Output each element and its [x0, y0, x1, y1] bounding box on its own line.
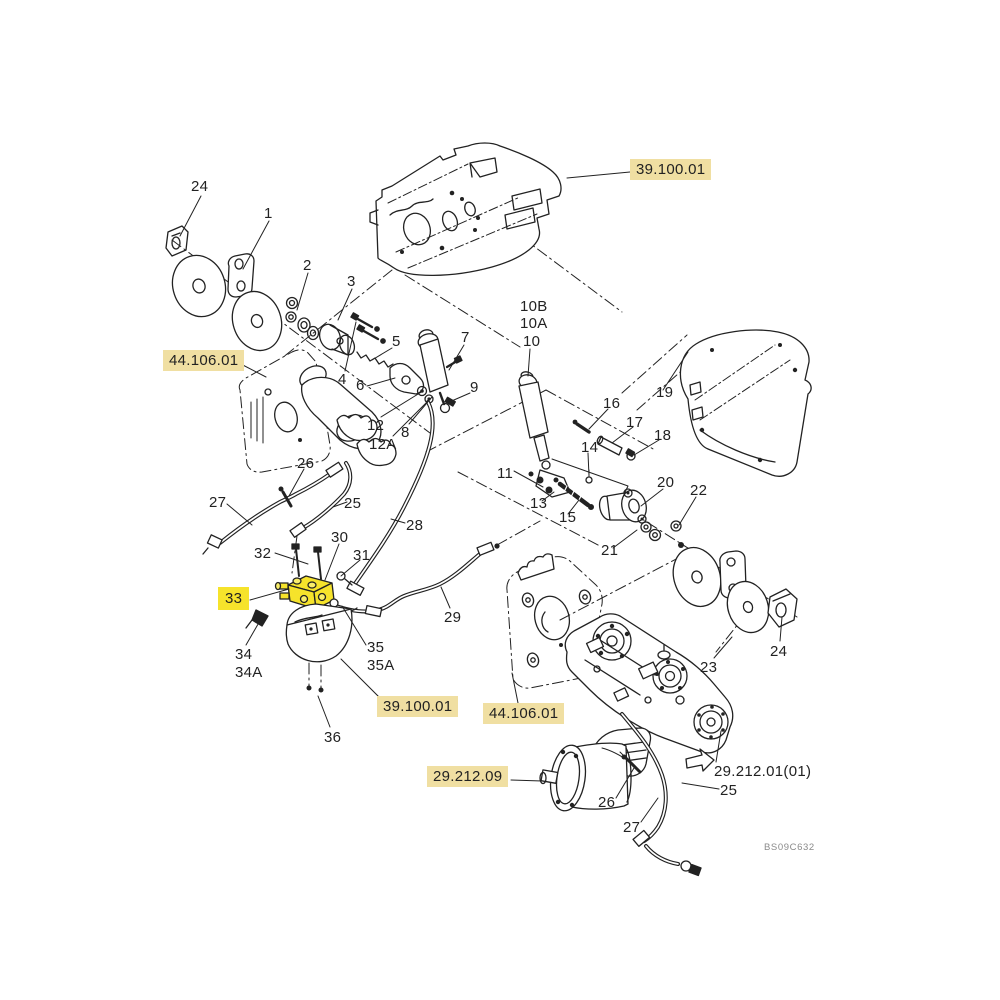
- callout-6: 6: [356, 377, 365, 394]
- callout-8: 8: [401, 424, 410, 441]
- callout-5: 5: [392, 333, 401, 350]
- callout-24-topleft: 24: [191, 178, 209, 195]
- housing-bottom-44-106-01: [506, 553, 603, 689]
- callout-10: 10: [523, 333, 541, 350]
- callout-29: 29: [444, 609, 462, 626]
- callout-9: 9: [470, 379, 479, 396]
- leader-lines: [179, 171, 783, 823]
- callout-13: 13: [530, 495, 548, 512]
- callout-24-right: 24: [770, 643, 788, 660]
- callout-2: 2: [303, 257, 312, 274]
- housing-right-19: [679, 329, 812, 477]
- callout-21: 21: [601, 542, 619, 559]
- callout-17: 17: [626, 414, 644, 431]
- direction-arrow-icon: [685, 748, 715, 772]
- callout-34: 34: [235, 646, 253, 663]
- callout-28: 28: [406, 517, 424, 534]
- ref-link-44-106-01-top[interactable]: 44.106.01: [163, 350, 245, 372]
- callout-14: 14: [581, 439, 599, 456]
- housing-top-39-100-01: [369, 142, 562, 276]
- discs-23-bracket-24: [672, 546, 798, 634]
- callout-1: 1: [264, 205, 273, 222]
- callout-32: 32: [254, 545, 272, 562]
- callout-27-left: 27: [209, 494, 227, 511]
- callout-29-212-01: 29.212.01(01): [714, 763, 812, 780]
- callout-22: 22: [690, 482, 708, 499]
- manifold-block-33-selected[interactable]: [274, 543, 358, 612]
- dome-plate-39-100-01: [285, 603, 353, 693]
- callout-16: 16: [603, 395, 621, 412]
- hoses-center: [202, 400, 500, 618]
- cylinder-10-linkage: [518, 371, 636, 510]
- pump-assembly-29-212-01: [564, 613, 734, 754]
- ref-link-29-212-09[interactable]: 29.212.09: [427, 766, 509, 788]
- drawing-code: BS09C632: [764, 842, 815, 853]
- callout-7: 7: [461, 329, 470, 346]
- motor-29-212-09: [539, 727, 652, 812]
- callout-33-selected[interactable]: 33: [218, 587, 250, 611]
- callout-25-left: 25: [344, 495, 362, 512]
- hoses-bottom: [601, 712, 702, 877]
- callout-10a: 10A: [520, 315, 548, 332]
- callout-18: 18: [654, 427, 672, 444]
- callout-26-bottom: 26: [598, 794, 616, 811]
- callout-12: 12: [367, 417, 385, 434]
- callout-11: 11: [497, 465, 514, 482]
- ref-link-44-106-01-bottom[interactable]: 44.106.01: [483, 703, 565, 725]
- callout-30: 30: [331, 529, 349, 546]
- callout-12a: 12A: [369, 436, 397, 453]
- callout-25-bottom: 25: [720, 782, 738, 799]
- callout-3: 3: [347, 273, 356, 290]
- disc-axis-group: [165, 225, 386, 356]
- callout-26-left: 26: [297, 455, 315, 472]
- ref-link-39-100-01-bottom[interactable]: 39.100.01: [377, 696, 459, 718]
- callout-36: 36: [324, 729, 342, 746]
- ref-link-39-100-01-top[interactable]: 39.100.01: [630, 159, 712, 181]
- mount-20-washers: [598, 488, 684, 548]
- callout-23: 23: [700, 659, 718, 676]
- callout-35a: 35A: [367, 657, 395, 674]
- callout-10b: 10B: [520, 298, 548, 315]
- pin-34: [245, 609, 269, 629]
- callout-34a: 34A: [235, 664, 263, 681]
- pump-housing-left-44-106-01: [238, 349, 397, 473]
- callout-19: 19: [656, 384, 674, 401]
- callout-20: 20: [657, 474, 675, 491]
- callout-15: 15: [559, 509, 577, 526]
- callout-31: 31: [353, 547, 371, 564]
- callout-4: 4: [338, 371, 347, 388]
- callout-27-bottom: 27: [623, 819, 641, 836]
- callout-35: 35: [367, 639, 385, 656]
